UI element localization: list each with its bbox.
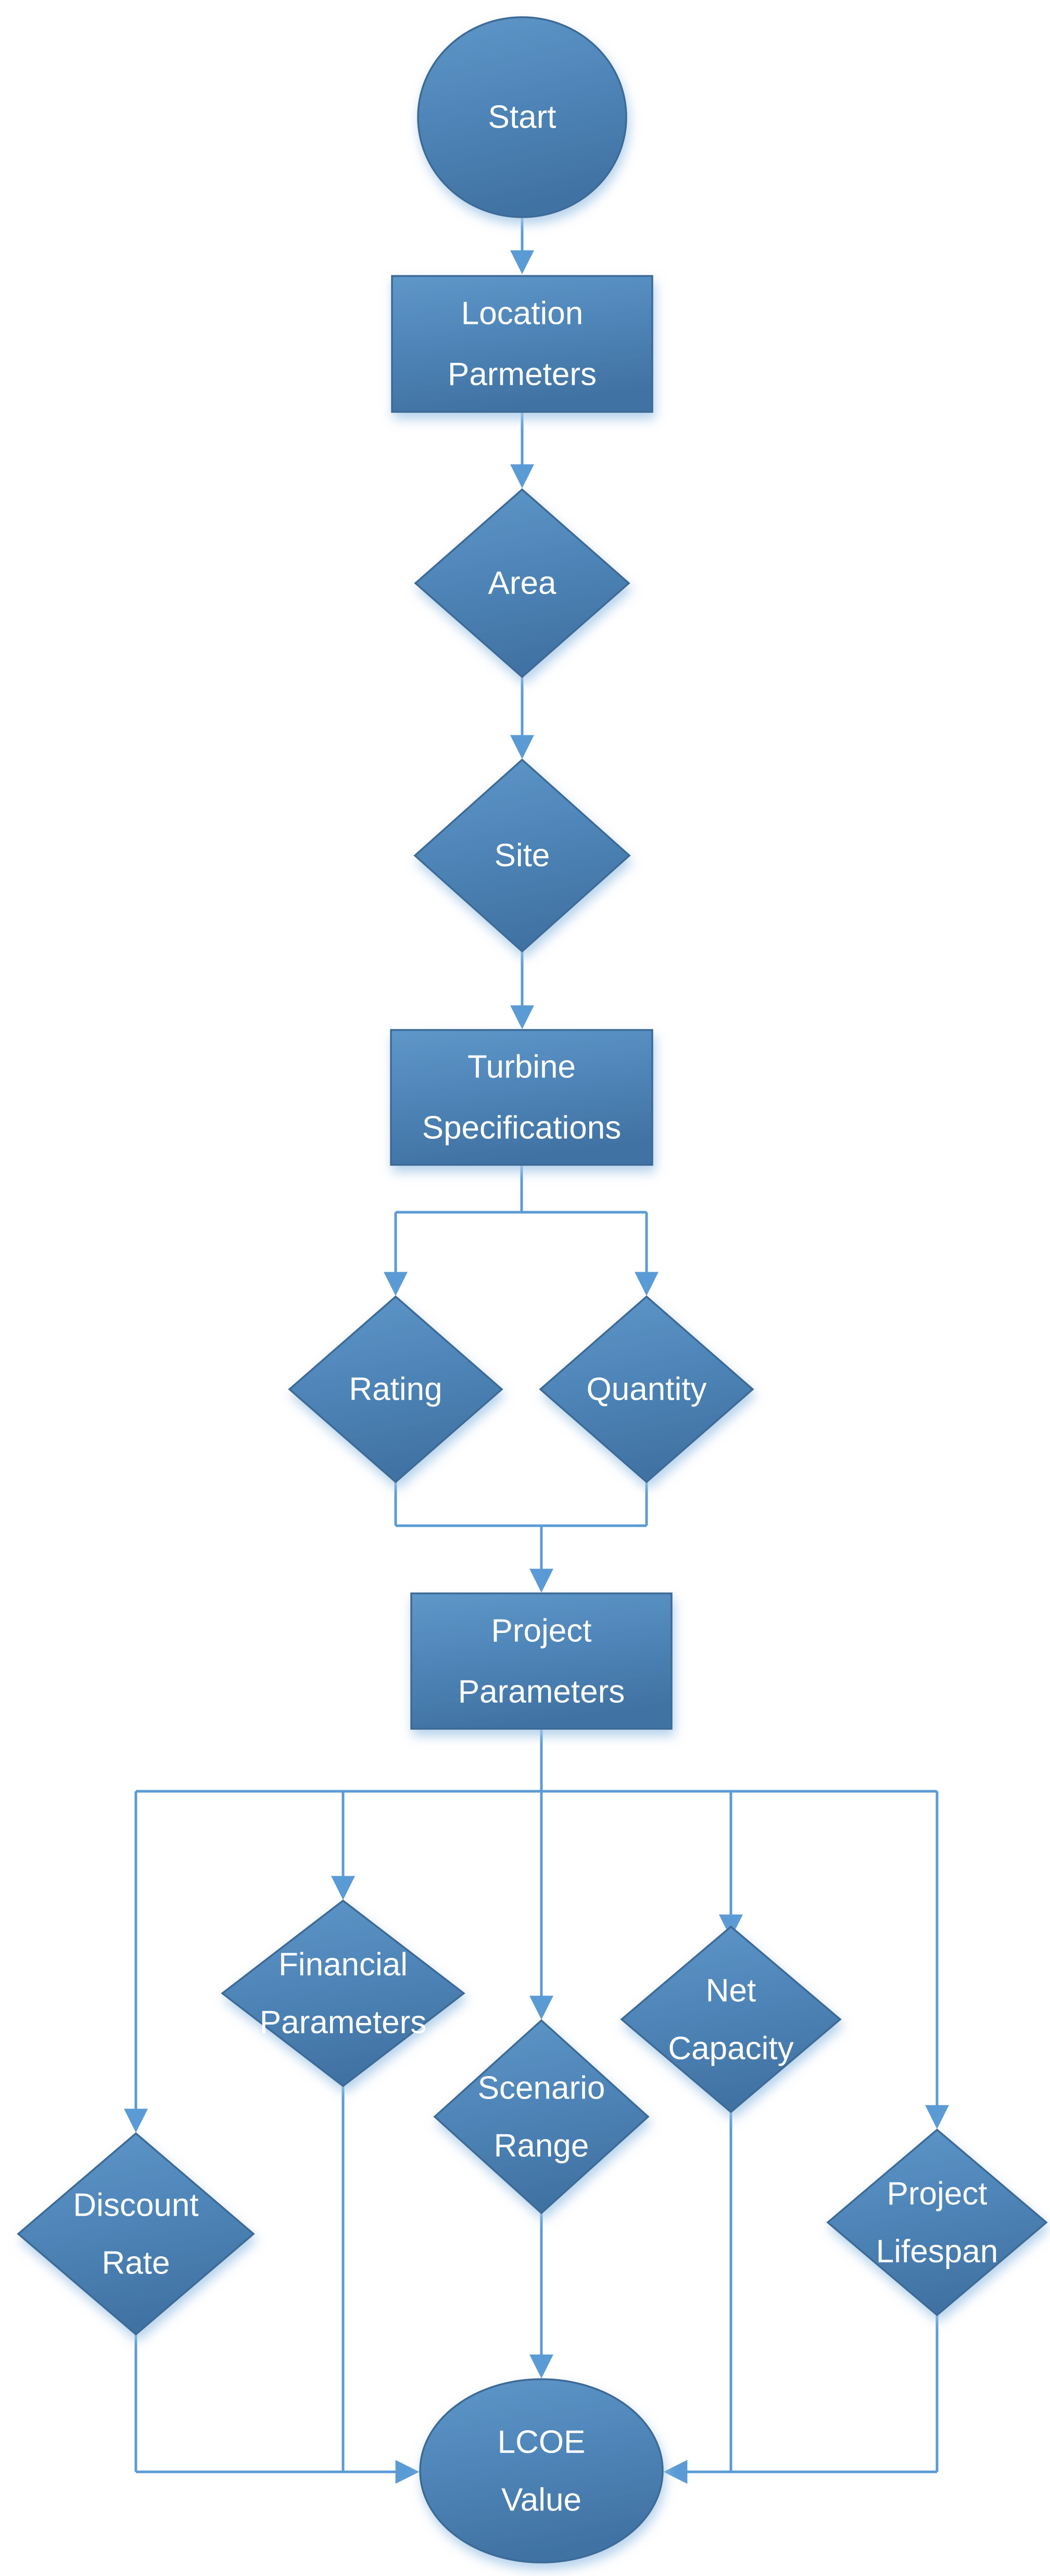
lcoe-value-label-line2: Value	[501, 2482, 581, 2518]
net-capacity-diamond	[620, 1925, 842, 2114]
location-parameters-label-line2: Parmeters	[448, 357, 597, 393]
connectors	[124, 216, 949, 2484]
quantity-label: Quantity	[587, 1372, 707, 1408]
project-parameters-label-line2: Parameters	[458, 1674, 625, 1710]
site-diamond	[413, 758, 631, 953]
scenario-range-label-line1: Scenario	[478, 2070, 605, 2106]
location-parameters-label-line1: Location	[461, 296, 583, 332]
node-rating: Rating	[288, 1295, 503, 1484]
project-parameters-rect	[410, 1592, 673, 1730]
lcoe-value-label-line1: LCOE	[498, 2424, 586, 2460]
financial-parameters-label-line1: Financial	[279, 1947, 408, 1983]
scenario-range-label-line2: Range	[494, 2128, 589, 2164]
node-area: Area	[414, 488, 630, 678]
node-scenario-range: Scenario Range	[433, 2019, 650, 2215]
location-parameters-rect	[391, 275, 653, 413]
rating-label: Rating	[349, 1372, 442, 1408]
discount-rate-diamond	[17, 2132, 255, 2336]
node-net-capacity: Net Capacity	[620, 1925, 842, 2114]
node-project-lifespan: Project Lifespan	[826, 2128, 1048, 2317]
financial-parameters-diamond	[221, 1899, 465, 2088]
node-financial-parameters: Financial Parameters	[221, 1899, 465, 2088]
start-label: Start	[488, 99, 556, 135]
discount-rate-label-line1: Discount	[73, 2188, 198, 2223]
node-quantity: Quantity	[539, 1295, 754, 1484]
rating-diamond	[288, 1295, 503, 1484]
net-capacity-label-line2: Capacity	[668, 2031, 793, 2067]
project-lifespan-label-line2: Lifespan	[876, 2234, 998, 2270]
project-parameters-label-line1: Project	[491, 1613, 592, 1649]
area-diamond	[414, 488, 630, 678]
node-start: Start	[417, 16, 627, 218]
net-capacity-label-line1: Net	[706, 1973, 756, 2009]
node-turbine-specifications: Turbine Specifications	[390, 1029, 653, 1166]
start-ellipse	[417, 16, 627, 218]
financial-parameters-label-line2: Parameters	[260, 2005, 426, 2041]
node-lcoe-value: LCOE Value	[419, 2378, 664, 2564]
node-discount-rate: Discount Rate	[17, 2132, 255, 2336]
node-site: Site	[413, 758, 631, 953]
site-label: Site	[495, 838, 550, 874]
lcoe-value-ellipse	[419, 2378, 664, 2564]
turbine-specifications-rect	[390, 1029, 653, 1166]
project-lifespan-label-line1: Project	[887, 2176, 988, 2212]
area-label: Area	[488, 566, 556, 601]
nodes: Start Location Parmeters Area Site Turbi…	[17, 16, 1048, 2564]
node-project-parameters: Project Parameters	[410, 1592, 673, 1730]
discount-rate-label-line2: Rate	[102, 2245, 170, 2281]
scenario-range-diamond	[433, 2019, 650, 2215]
project-lifespan-diamond	[826, 2128, 1048, 2317]
turbine-specifications-label-line1: Turbine	[467, 1049, 576, 1085]
turbine-specifications-label-line2: Specifications	[422, 1110, 622, 1146]
quantity-diamond	[539, 1295, 754, 1484]
node-location-parameters: Location Parmeters	[391, 275, 653, 413]
